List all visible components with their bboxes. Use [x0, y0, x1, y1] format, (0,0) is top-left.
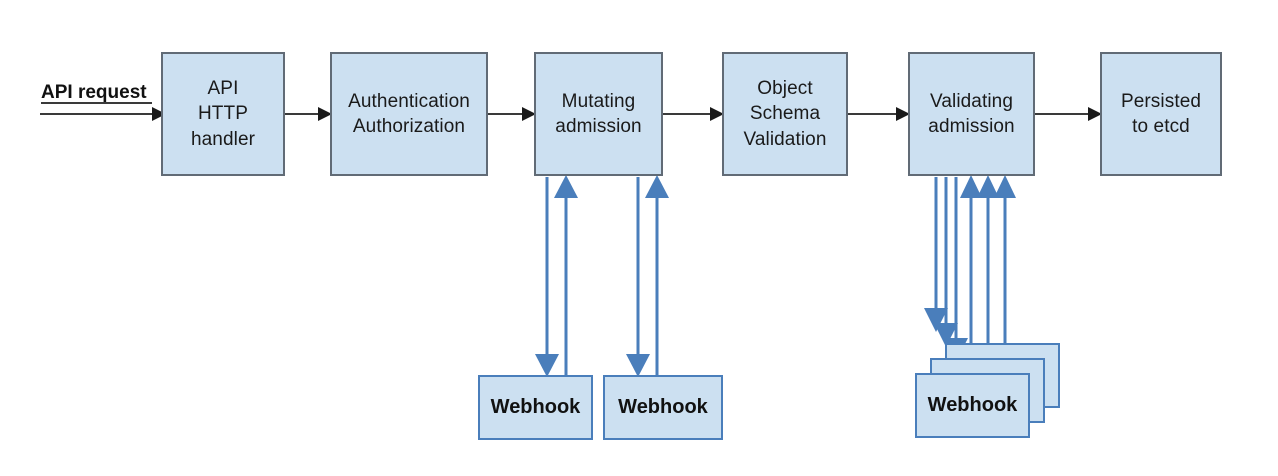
node-object-schema-validation[interactable]: Object Schema Validation — [722, 52, 848, 176]
edge-entry — [40, 107, 166, 121]
mutating-return-1 — [554, 175, 578, 375]
webhook-validating-front[interactable]: Webhook — [915, 373, 1030, 438]
edge-validating-persisted — [1035, 107, 1102, 121]
validating-return-1 — [960, 175, 982, 348]
webhook-mutating-2[interactable]: Webhook — [603, 375, 723, 440]
edge-schema-validating — [848, 107, 910, 121]
validating-call-1 — [924, 177, 948, 332]
node-authentication-authorization[interactable]: Authentication Authorization — [330, 52, 488, 176]
edge-auth-mutating — [488, 107, 536, 121]
mutating-call-1 — [535, 177, 559, 377]
node-api-http-handler[interactable]: API HTTP handler — [161, 52, 285, 176]
node-persisted-to-etcd[interactable]: Persisted to etcd — [1100, 52, 1222, 176]
webhook-mutating-1[interactable]: Webhook — [478, 375, 593, 440]
mutating-return-2 — [645, 175, 669, 375]
edge-mutating-schema — [663, 107, 724, 121]
validating-call-2 — [934, 177, 958, 347]
edge-handler-auth — [285, 107, 332, 121]
validating-return-2 — [977, 175, 999, 363]
mutating-call-2 — [626, 177, 650, 377]
entry-label-api-request: API request — [41, 82, 147, 103]
node-validating-admission[interactable]: Validating admission — [908, 52, 1035, 176]
node-mutating-admission[interactable]: Mutating admission — [534, 52, 663, 176]
